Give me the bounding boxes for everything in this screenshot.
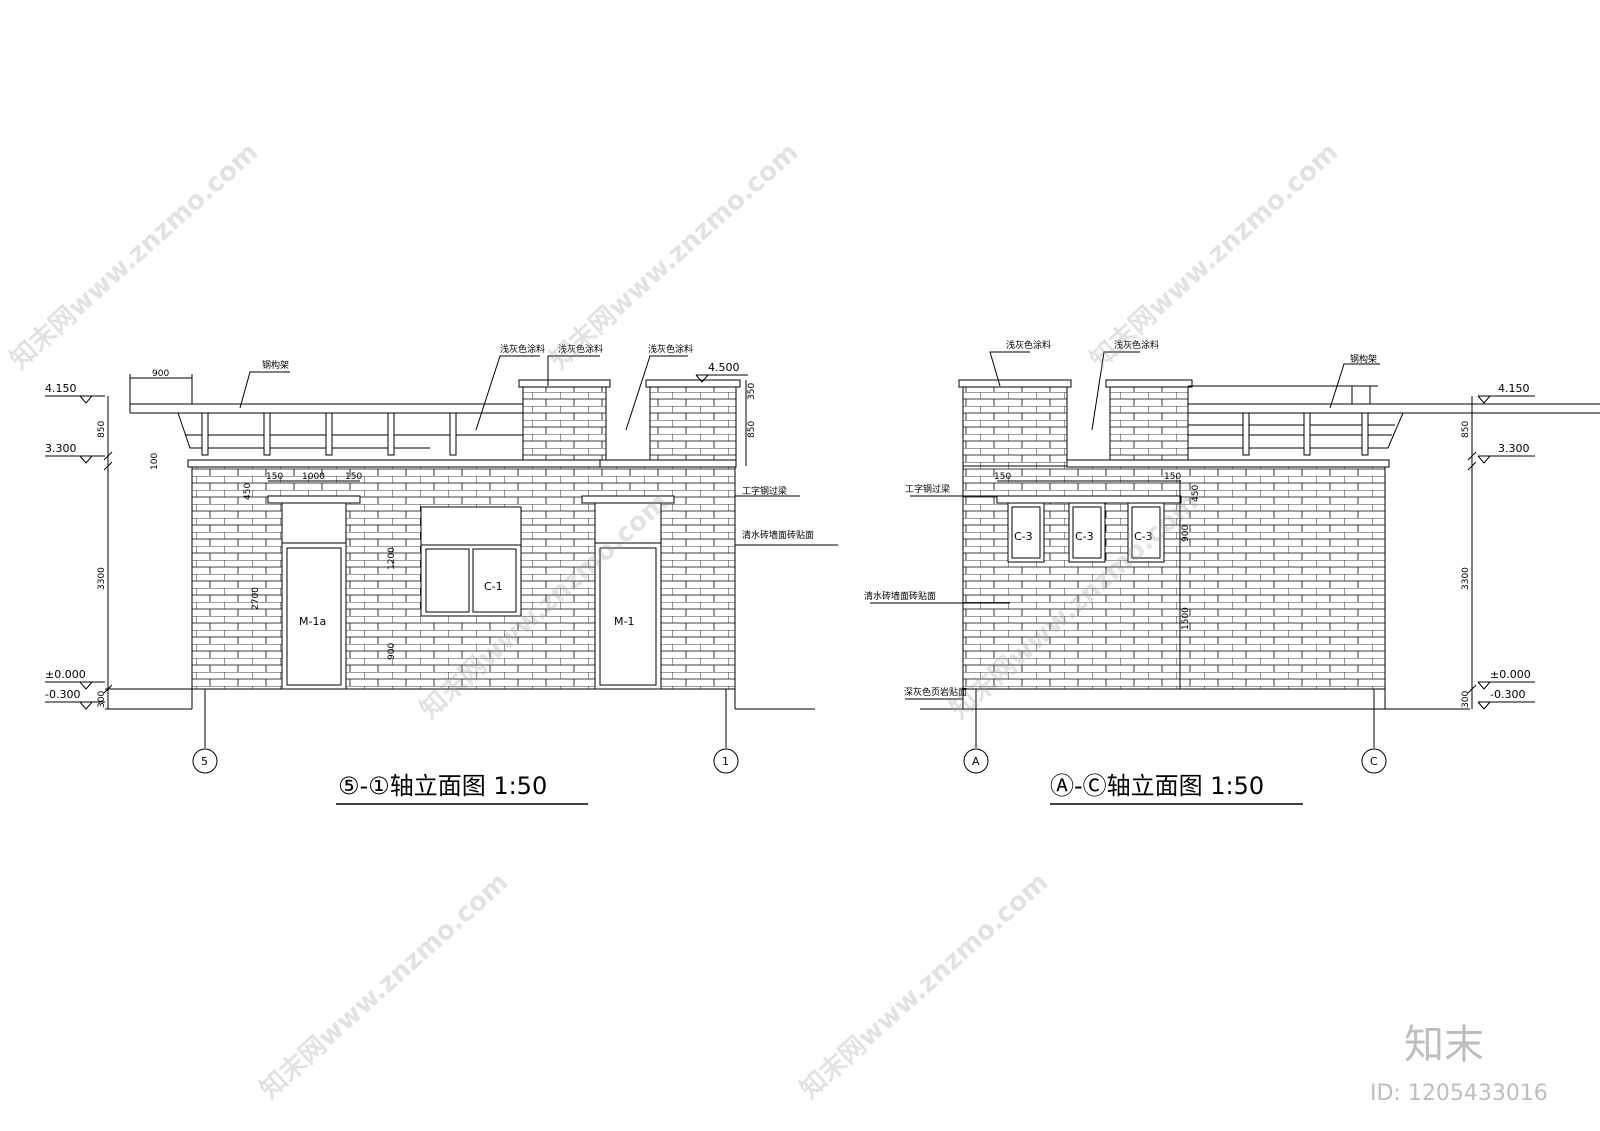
right-dim-300: 300 [1461, 691, 1471, 708]
right-note-brick: 清水砖墙面砖贴面 [864, 590, 936, 602]
right-axis-label-a: A [972, 755, 980, 768]
watermark-text-7: 知末网www.znzmo.com [795, 867, 1055, 1105]
right-tower-2 [1109, 385, 1189, 467]
right-level-eave: 3.300 [1498, 442, 1530, 455]
right-opening-w1: C-3 [1014, 530, 1033, 543]
right-opening-w3: C-3 [1134, 530, 1153, 543]
left-note-paint-2: 浅灰色涂料 [558, 343, 603, 355]
left-opening-door-a: M-1a [299, 615, 326, 628]
left-frame-bracket [177, 412, 430, 449]
right-level-base: -0.300 [1490, 688, 1525, 701]
left-coping [187, 459, 604, 468]
left-dim-850b: 850 [747, 421, 757, 438]
left-window-frame [420, 506, 522, 617]
left-note-steel-frame: 钢构架 [262, 359, 289, 371]
brand-id-label: ID: 1205433016 [1370, 1081, 1548, 1106]
left-dim-1000: 1000 [302, 472, 325, 482]
left-dim-2700: 2700 [251, 587, 261, 610]
right-window-2 [1068, 502, 1106, 563]
left-level-base: -0.300 [45, 688, 80, 701]
left-door-a-frame [281, 502, 347, 690]
watermark-text-6: 知末网www.znzmo.com [255, 867, 515, 1105]
watermark-text-2: 知末网www.znzmo.com [545, 137, 805, 375]
left-opening-window: C-1 [484, 580, 503, 593]
right-dim-3300: 3300 [1461, 567, 1471, 590]
brand-mark: 知末 ID: 1205433016 [1370, 1022, 1548, 1106]
left-dim-3300: 3300 [97, 567, 107, 590]
left-note-beam: 工字钢过梁 [742, 485, 787, 497]
left-note-brick: 清水砖墙面砖贴面 [742, 529, 814, 541]
left-note-paint-1: 浅灰色涂料 [500, 343, 545, 355]
left-dim-1200: 1200 [387, 547, 397, 570]
right-axis-marker-c [1361, 748, 1387, 774]
right-note-paint-2: 浅灰色涂料 [1114, 339, 1159, 351]
right-tower-2-cap [1105, 379, 1193, 388]
right-dim-850: 850 [1461, 421, 1471, 438]
right-elevation [870, 351, 1600, 774]
right-note-steel-frame: 钢构架 [1350, 353, 1377, 365]
right-note-beam: 工字钢过梁 [905, 483, 950, 495]
right-frame-posts [1242, 412, 1369, 456]
watermark-text-3: 知末网www.znzmo.com [1085, 137, 1345, 375]
right-tower-1 [962, 385, 1068, 467]
left-axis-label-1: 1 [722, 755, 729, 768]
left-elevation-texts: 钢构架 浅灰色涂料 浅灰色涂料 浅灰色涂料 工字钢过梁 清水砖墙面砖贴面 4.1… [45, 343, 814, 805]
left-tower-1 [522, 385, 607, 467]
right-window-1 [1007, 502, 1045, 563]
left-axis-label-5: 5 [201, 755, 208, 768]
left-tower-2 [649, 385, 737, 467]
left-dim-150a: 150 [266, 472, 283, 482]
right-window-lintel [996, 495, 1182, 504]
left-axis-marker-1 [713, 748, 739, 774]
right-window-3 [1127, 502, 1165, 563]
left-elevation [45, 355, 838, 774]
left-dim-150b: 150 [345, 472, 362, 482]
right-opening-w2: C-3 [1075, 530, 1094, 543]
brand-logo-text: 知末 [1404, 1022, 1484, 1068]
left-dim-450: 450 [243, 483, 253, 500]
left-frame-posts [201, 412, 457, 456]
left-elevation-title: ⑤-①轴立面图 1:50 [338, 772, 547, 800]
right-dim-150a: 150 [994, 472, 1011, 482]
right-axis-marker-a [963, 748, 989, 774]
right-level-roof: 4.150 [1498, 382, 1530, 395]
left-coping-2 [599, 459, 737, 468]
left-steel-frame-top [129, 403, 524, 414]
left-dim-850: 850 [97, 421, 107, 438]
left-level-ground: ±0.000 [45, 668, 86, 681]
left-axis-marker-5 [192, 748, 218, 774]
right-coping [1066, 459, 1390, 468]
left-tower-1-cap [518, 379, 611, 388]
left-level-top: 4.500 [708, 361, 740, 374]
right-note-paint-1: 浅灰色涂料 [1006, 339, 1051, 351]
left-opening-door-b: M-1 [614, 615, 634, 628]
left-dim-350: 350 [747, 383, 757, 400]
left-dim-300: 300 [97, 691, 107, 708]
left-dim-100: 100 [150, 453, 160, 470]
left-level-roof: 4.150 [45, 382, 77, 395]
left-level-eave: 3.300 [45, 442, 77, 455]
right-frame-bracket [1188, 412, 1404, 449]
left-note-paint-3: 浅灰色涂料 [648, 343, 693, 355]
left-door-a-lintel [267, 495, 361, 504]
right-dim-150b: 150 [1164, 472, 1181, 482]
right-steel-frame-top [1187, 403, 1600, 414]
right-axis-label-c: C [1370, 755, 1378, 768]
left-tower-2-cap [645, 379, 741, 388]
left-dim-frame-width: 900 [152, 369, 169, 379]
left-door-b-frame [594, 502, 662, 690]
left-dim-900: 900 [387, 643, 397, 660]
right-tower-1-cap [958, 379, 1072, 388]
right-note-base-stone: 深灰色页岩贴面 [904, 686, 967, 698]
right-dim-1500: 1500 [1181, 607, 1191, 630]
right-dim-900: 900 [1181, 525, 1191, 542]
watermark-text-1: 知末网www.znzmo.com [5, 137, 265, 375]
right-level-ground: ±0.000 [1490, 668, 1531, 681]
right-dim-450: 450 [1191, 485, 1201, 502]
right-elevation-texts: 浅灰色涂料 浅灰色涂料 钢构架 工字钢过梁 清水砖墙面砖贴面 深灰色页岩贴面 4… [864, 339, 1531, 805]
right-elevation-title: Ⓐ-Ⓒ轴立面图 1:50 [1050, 772, 1264, 800]
